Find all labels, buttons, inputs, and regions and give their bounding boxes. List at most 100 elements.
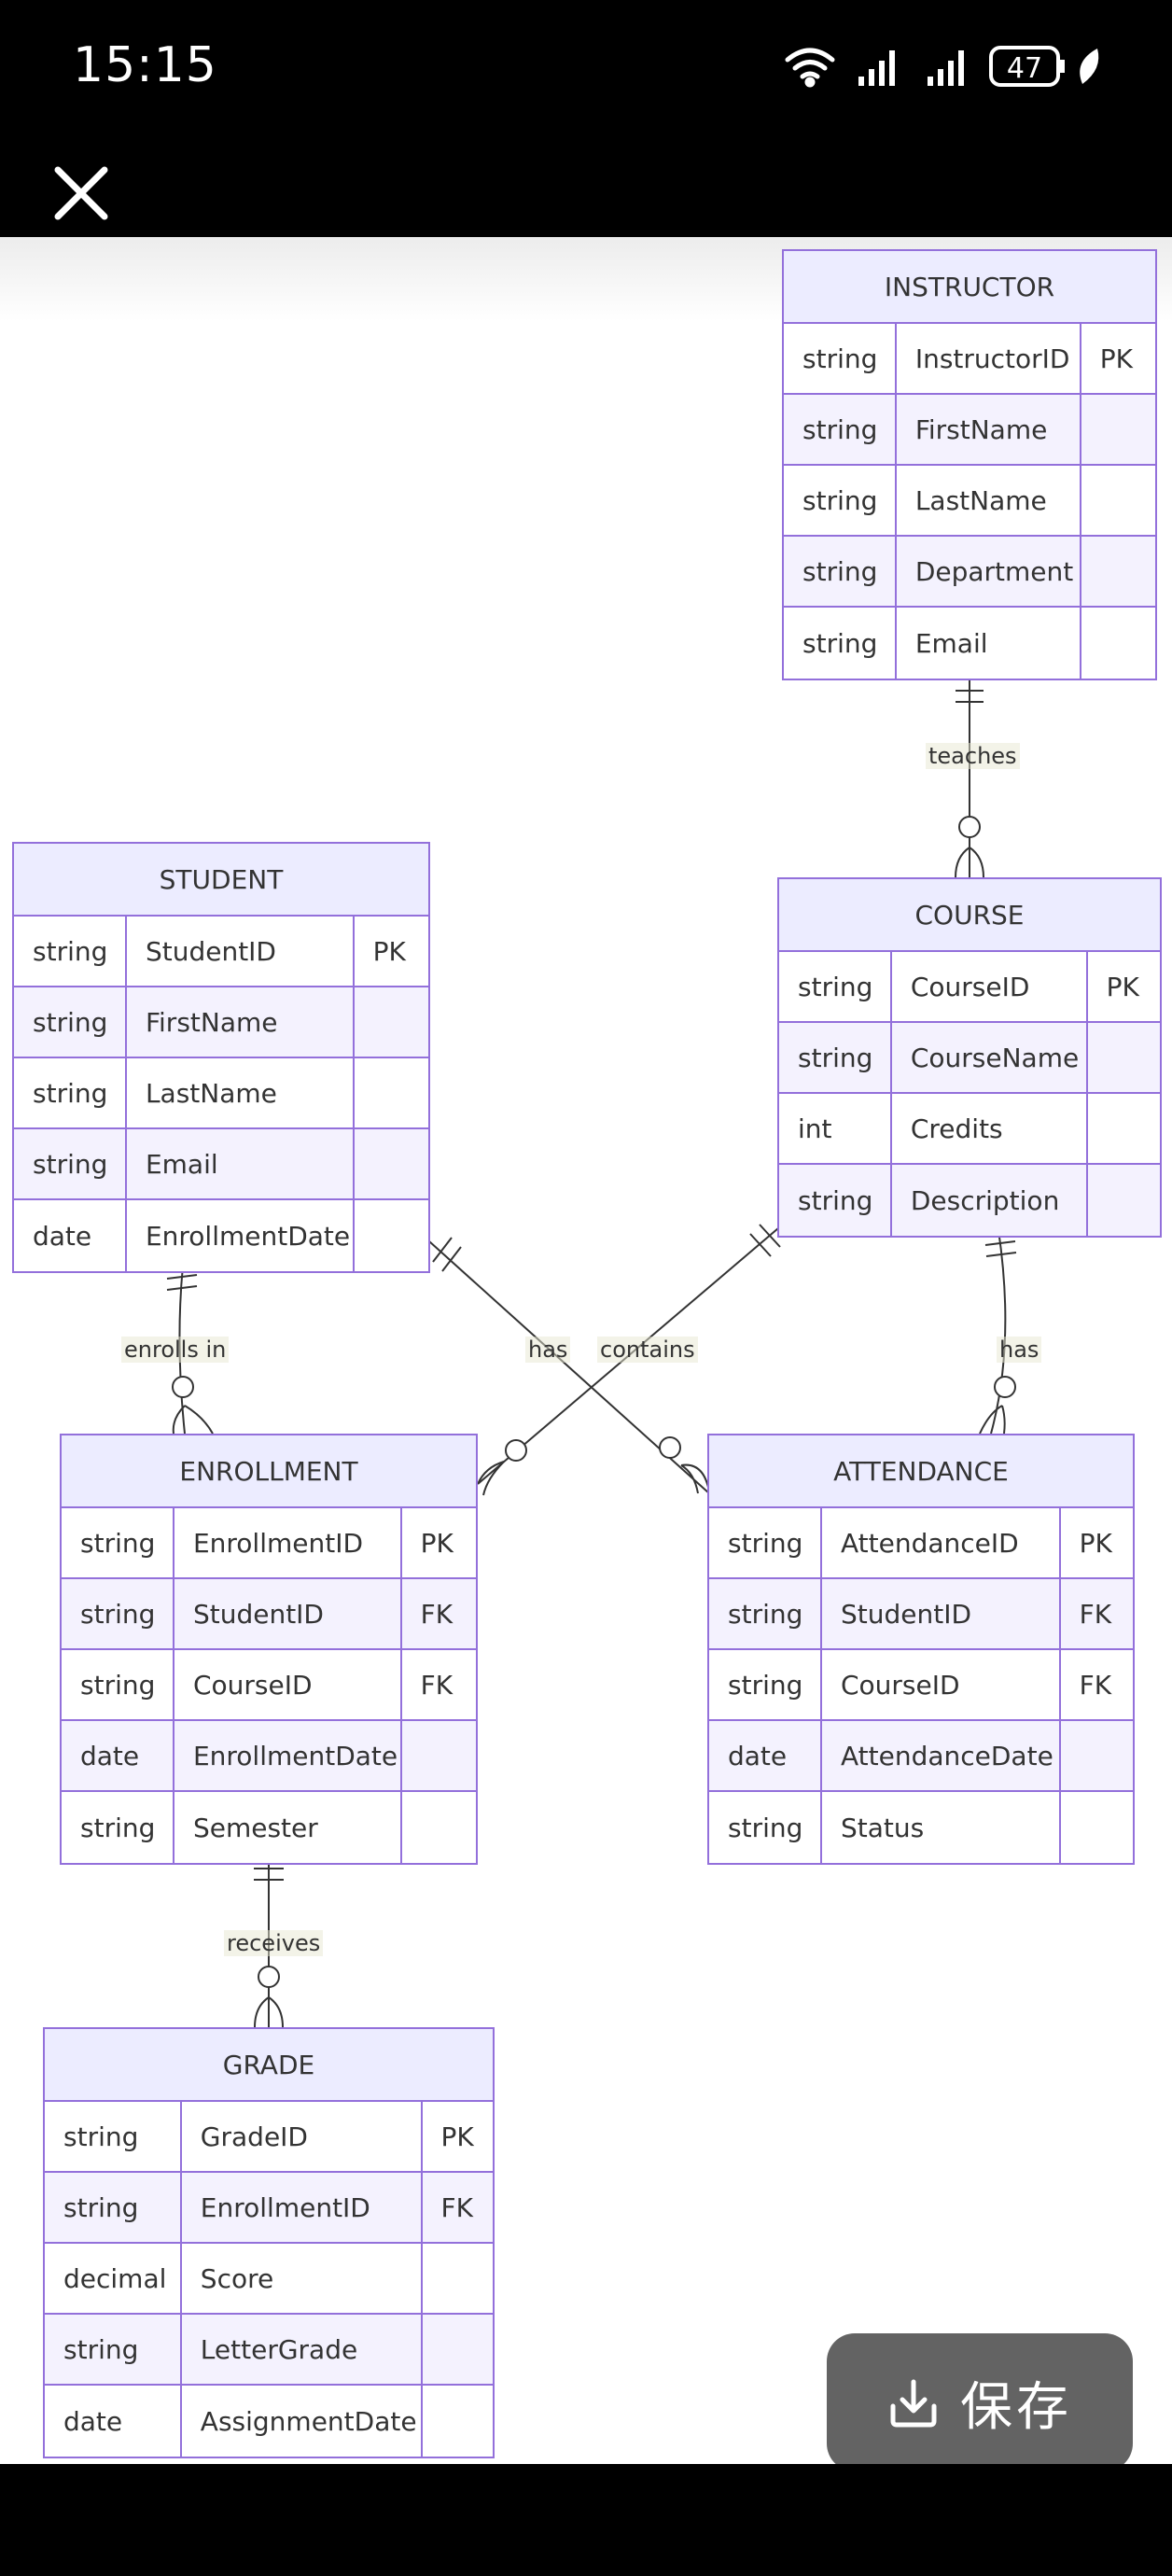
attribute-type: string bbox=[80, 1812, 156, 1843]
attribute-row: string LastName bbox=[784, 466, 1155, 537]
attribute-row: date AttendanceDate bbox=[709, 1721, 1133, 1792]
attribute-key bbox=[352, 1058, 428, 1127]
entity-title: INSTRUCTOR bbox=[784, 251, 1155, 324]
attribute-key: PK bbox=[1058, 1508, 1133, 1577]
signal-icon bbox=[858, 50, 895, 86]
attribute-type: string bbox=[798, 971, 873, 1002]
entity-title: COURSE bbox=[779, 879, 1160, 952]
attribute-type: date bbox=[728, 1740, 788, 1771]
attribute-name: Credits bbox=[889, 1094, 1086, 1163]
attribute-type: int bbox=[798, 1113, 832, 1144]
attribute-key bbox=[1085, 1023, 1160, 1092]
attribute-key: PK bbox=[352, 917, 428, 986]
rel-label-has-course: has bbox=[997, 1337, 1042, 1363]
close-button[interactable] bbox=[49, 161, 114, 226]
attribute-type: string bbox=[728, 1669, 803, 1701]
battery-level: 47 bbox=[1007, 52, 1042, 85]
rel-label-contains: contains bbox=[597, 1337, 698, 1363]
attribute-type: string bbox=[798, 1042, 873, 1073]
attribute-key: PK bbox=[399, 1508, 476, 1577]
attribute-row: date AssignmentDate bbox=[45, 2386, 493, 2457]
attribute-key bbox=[420, 2386, 493, 2457]
signal-icon bbox=[928, 50, 964, 86]
attribute-name: EnrollmentDate bbox=[172, 1721, 400, 1790]
attribute-key: FK bbox=[399, 1650, 476, 1719]
attribute-key bbox=[1058, 1792, 1133, 1863]
attribute-key bbox=[1079, 466, 1155, 535]
entity-title: ENROLLMENT bbox=[62, 1435, 476, 1508]
attribute-key bbox=[399, 1721, 476, 1790]
attribute-row: string CourseName bbox=[779, 1023, 1160, 1094]
attribute-key: FK bbox=[1058, 1650, 1133, 1719]
attribute-type: decimal bbox=[63, 2262, 167, 2294]
attribute-type: date bbox=[80, 1740, 140, 1771]
rel-label-teaches: teaches bbox=[926, 743, 1020, 769]
attribute-key bbox=[1058, 1721, 1133, 1790]
attribute-name: AttendanceDate bbox=[819, 1721, 1059, 1790]
attribute-row: int Credits bbox=[779, 1094, 1160, 1165]
attribute-name: LastName bbox=[124, 1058, 353, 1127]
attribute-row: string Semester bbox=[62, 1792, 476, 1863]
attribute-type: string bbox=[33, 1006, 108, 1038]
attribute-row: date EnrollmentDate bbox=[62, 1721, 476, 1792]
attribute-name: LastName bbox=[894, 466, 1080, 535]
battery-icon: 47 bbox=[989, 46, 1065, 87]
attribute-name: CourseID bbox=[889, 952, 1086, 1021]
rel-label-enrolls-in: enrolls in bbox=[121, 1337, 230, 1363]
wifi-icon bbox=[785, 48, 835, 88]
attribute-type: string bbox=[63, 2333, 139, 2365]
save-button[interactable]: 保存 bbox=[827, 2333, 1133, 2471]
attribute-key bbox=[399, 1792, 476, 1863]
attribute-type: date bbox=[33, 1220, 92, 1252]
attribute-type: string bbox=[802, 627, 878, 659]
attribute-name: Semester bbox=[172, 1792, 400, 1863]
close-icon bbox=[54, 166, 108, 220]
attribute-key bbox=[1079, 537, 1155, 606]
attribute-key: FK bbox=[1058, 1579, 1133, 1648]
attribute-type: string bbox=[802, 484, 878, 516]
attribute-name: AssignmentDate bbox=[179, 2386, 421, 2457]
attribute-name: Status bbox=[819, 1792, 1059, 1863]
attribute-type: string bbox=[728, 1598, 803, 1630]
download-icon bbox=[890, 2379, 937, 2428]
attribute-key: PK bbox=[420, 2102, 493, 2171]
attribute-key: PK bbox=[1079, 324, 1155, 393]
attribute-type: string bbox=[33, 1077, 108, 1109]
attribute-name: Email bbox=[894, 608, 1080, 679]
attribute-type: string bbox=[33, 935, 108, 967]
bottom-nav-bar bbox=[0, 2464, 1172, 2576]
attribute-name: CourseName bbox=[889, 1023, 1086, 1092]
entity-title: ATTENDANCE bbox=[709, 1435, 1133, 1508]
attribute-type: string bbox=[80, 1598, 156, 1630]
entity-title: STUDENT bbox=[14, 844, 428, 917]
attribute-name: AttendanceID bbox=[819, 1508, 1059, 1577]
attribute-name: Department bbox=[894, 537, 1080, 606]
attribute-name: StudentID bbox=[819, 1579, 1059, 1648]
attribute-type: date bbox=[63, 2405, 123, 2437]
attribute-name: EnrollmentID bbox=[179, 2173, 421, 2242]
attribute-type: string bbox=[728, 1527, 803, 1559]
attribute-type: string bbox=[802, 413, 878, 445]
leaf-icon bbox=[1080, 49, 1099, 84]
attribute-name: CourseID bbox=[172, 1650, 400, 1719]
rel-label-has-student: has bbox=[525, 1337, 571, 1363]
